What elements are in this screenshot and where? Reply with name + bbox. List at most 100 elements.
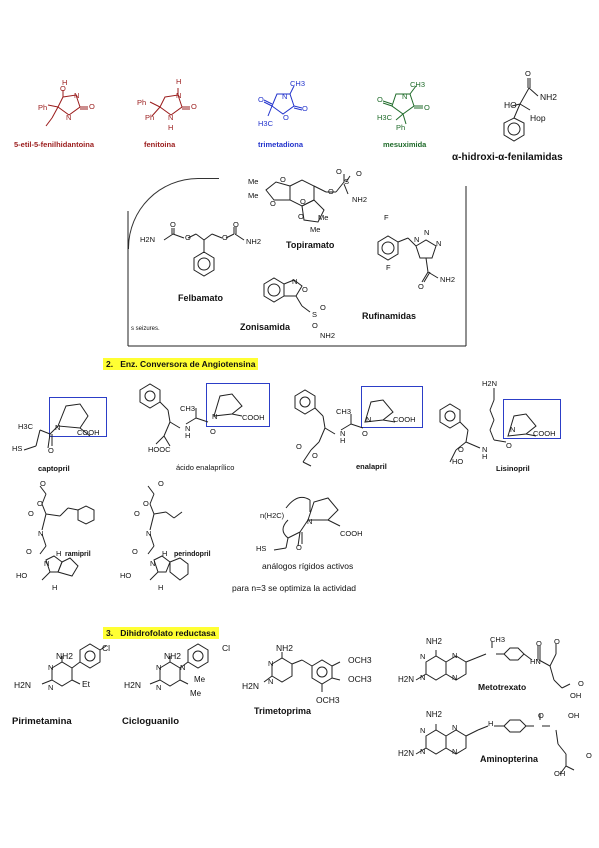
compound-name-pyrimethamine: Pirimetamina xyxy=(12,716,72,727)
compound-name-rufinamide: Rufinamidas xyxy=(362,311,417,321)
proline-highlight-box xyxy=(361,386,423,428)
atom-label: H xyxy=(340,436,346,445)
atom-label: HO xyxy=(120,571,132,580)
atom-label: N xyxy=(420,673,426,682)
atom-label: N xyxy=(282,92,288,101)
atom-label: O xyxy=(134,509,140,518)
atom-label: Hop xyxy=(530,113,546,123)
atom-label: N xyxy=(340,429,346,438)
compound-name-zonisamide: Zonisamida xyxy=(240,322,291,332)
atom-label: O xyxy=(418,282,424,291)
compound-name-cycloguanil: Cicloguanilo xyxy=(122,716,179,727)
atom-label: Ph xyxy=(38,103,48,112)
atom-label: H2N xyxy=(14,680,32,690)
atom-label: N xyxy=(420,747,426,756)
atom-label: O xyxy=(336,167,342,176)
atom-label: N xyxy=(452,651,458,660)
atom-label: N xyxy=(48,683,54,692)
atom-label: H2N xyxy=(140,235,156,244)
phenytoin-structure xyxy=(149,88,190,117)
atom-label: O xyxy=(300,197,306,206)
atom-label: H2N xyxy=(124,680,142,690)
atom-label: OH xyxy=(554,769,566,778)
atom-label: N xyxy=(48,663,54,672)
atom-label: O xyxy=(270,199,276,208)
atom-label: N xyxy=(482,445,488,454)
atom-label: N xyxy=(452,747,458,756)
atom-label: O xyxy=(377,95,383,104)
compound-name-enalapril: enalapril xyxy=(356,462,387,471)
atom-label: Me xyxy=(310,225,321,234)
compound-name-ethylphenylhydantoin: 5-etil-5-fenilhidantoina xyxy=(14,140,95,149)
atom-label: O xyxy=(302,104,308,113)
captopril-structure xyxy=(23,403,91,451)
atom-label: OH xyxy=(570,691,582,700)
atom-label: OH xyxy=(568,711,580,720)
atom-label: Ph xyxy=(145,113,155,122)
atom-label: N xyxy=(436,239,442,248)
atom-label: O xyxy=(48,446,54,455)
atom-label: N xyxy=(402,92,408,101)
atom-label: N xyxy=(180,663,186,672)
atom-label: O xyxy=(296,543,302,552)
perindopril-structure xyxy=(147,485,189,581)
atom-label: N xyxy=(424,228,430,237)
atom-label: NH2 xyxy=(276,643,294,653)
atom-label: NH2 xyxy=(246,237,262,246)
atom-label: O xyxy=(328,187,334,196)
atom-label: H xyxy=(168,123,174,132)
atom-label: O xyxy=(143,499,149,508)
atom-label: O xyxy=(320,303,326,312)
compound-name-hydroxyphenylamides: α-hidroxi-α-fenilamidas xyxy=(452,152,563,163)
atom-label: N xyxy=(55,423,61,432)
atom-label: Cl xyxy=(222,643,231,653)
analogs-caption-1: análogos rígidos activos xyxy=(262,561,354,571)
section-2-number: 2. xyxy=(106,359,114,369)
atom-label: OCH3 xyxy=(348,655,372,665)
atom-label: O xyxy=(298,212,304,221)
atom-label: N xyxy=(44,559,50,568)
felbamate-structure xyxy=(163,227,245,277)
atom-label: O xyxy=(132,547,138,556)
compound-name-perindopril: perindopril xyxy=(174,551,211,558)
atom-label: HS xyxy=(12,444,23,453)
atom-label: H xyxy=(62,78,68,87)
atom-label: HO xyxy=(452,457,464,466)
atom-label: NH2 xyxy=(440,275,456,284)
atom-label: H xyxy=(185,431,191,440)
ethylphenylhydantoin-structure xyxy=(45,90,88,127)
atom-label: H3C xyxy=(377,113,393,122)
atom-label: N xyxy=(420,652,426,661)
atom-label: Et xyxy=(82,679,91,689)
atom-label: O xyxy=(538,711,544,720)
atom-label: N xyxy=(66,113,72,122)
compound-name-phenytoin: fenitoina xyxy=(144,140,176,149)
atom-label: H2N xyxy=(242,681,260,691)
atom-label: HS xyxy=(256,544,267,553)
atom-label: O xyxy=(458,445,464,454)
atom-label: O xyxy=(191,102,197,111)
compound-name-captopril: captopril xyxy=(38,464,70,473)
atom-label: O xyxy=(210,427,216,436)
atom-label: F xyxy=(386,263,391,272)
aminopterin-structure xyxy=(415,714,575,775)
atom-label: H xyxy=(52,583,58,592)
atom-label: H xyxy=(176,77,182,86)
cycloguanil-structure xyxy=(149,643,209,687)
atom-label: N xyxy=(292,277,298,286)
atom-label: O xyxy=(40,479,46,488)
atom-label: O xyxy=(158,479,164,488)
atom-label: O xyxy=(302,285,308,294)
zonisamide-structure xyxy=(263,277,311,313)
atom-label: O xyxy=(280,175,286,184)
atom-label: O xyxy=(296,442,302,451)
ramipril-structure xyxy=(39,485,95,581)
atom-label: COOH xyxy=(340,529,363,538)
compound-name-felbamate: Felbamato xyxy=(178,293,224,303)
compound-name-aminopterin: Aminopterina xyxy=(480,754,539,764)
rigid-analog-structure xyxy=(273,496,341,551)
atom-label: CH3 xyxy=(490,635,506,644)
atom-label: O xyxy=(506,441,512,450)
atom-label: N xyxy=(168,113,174,122)
atom-label: O xyxy=(26,547,32,556)
